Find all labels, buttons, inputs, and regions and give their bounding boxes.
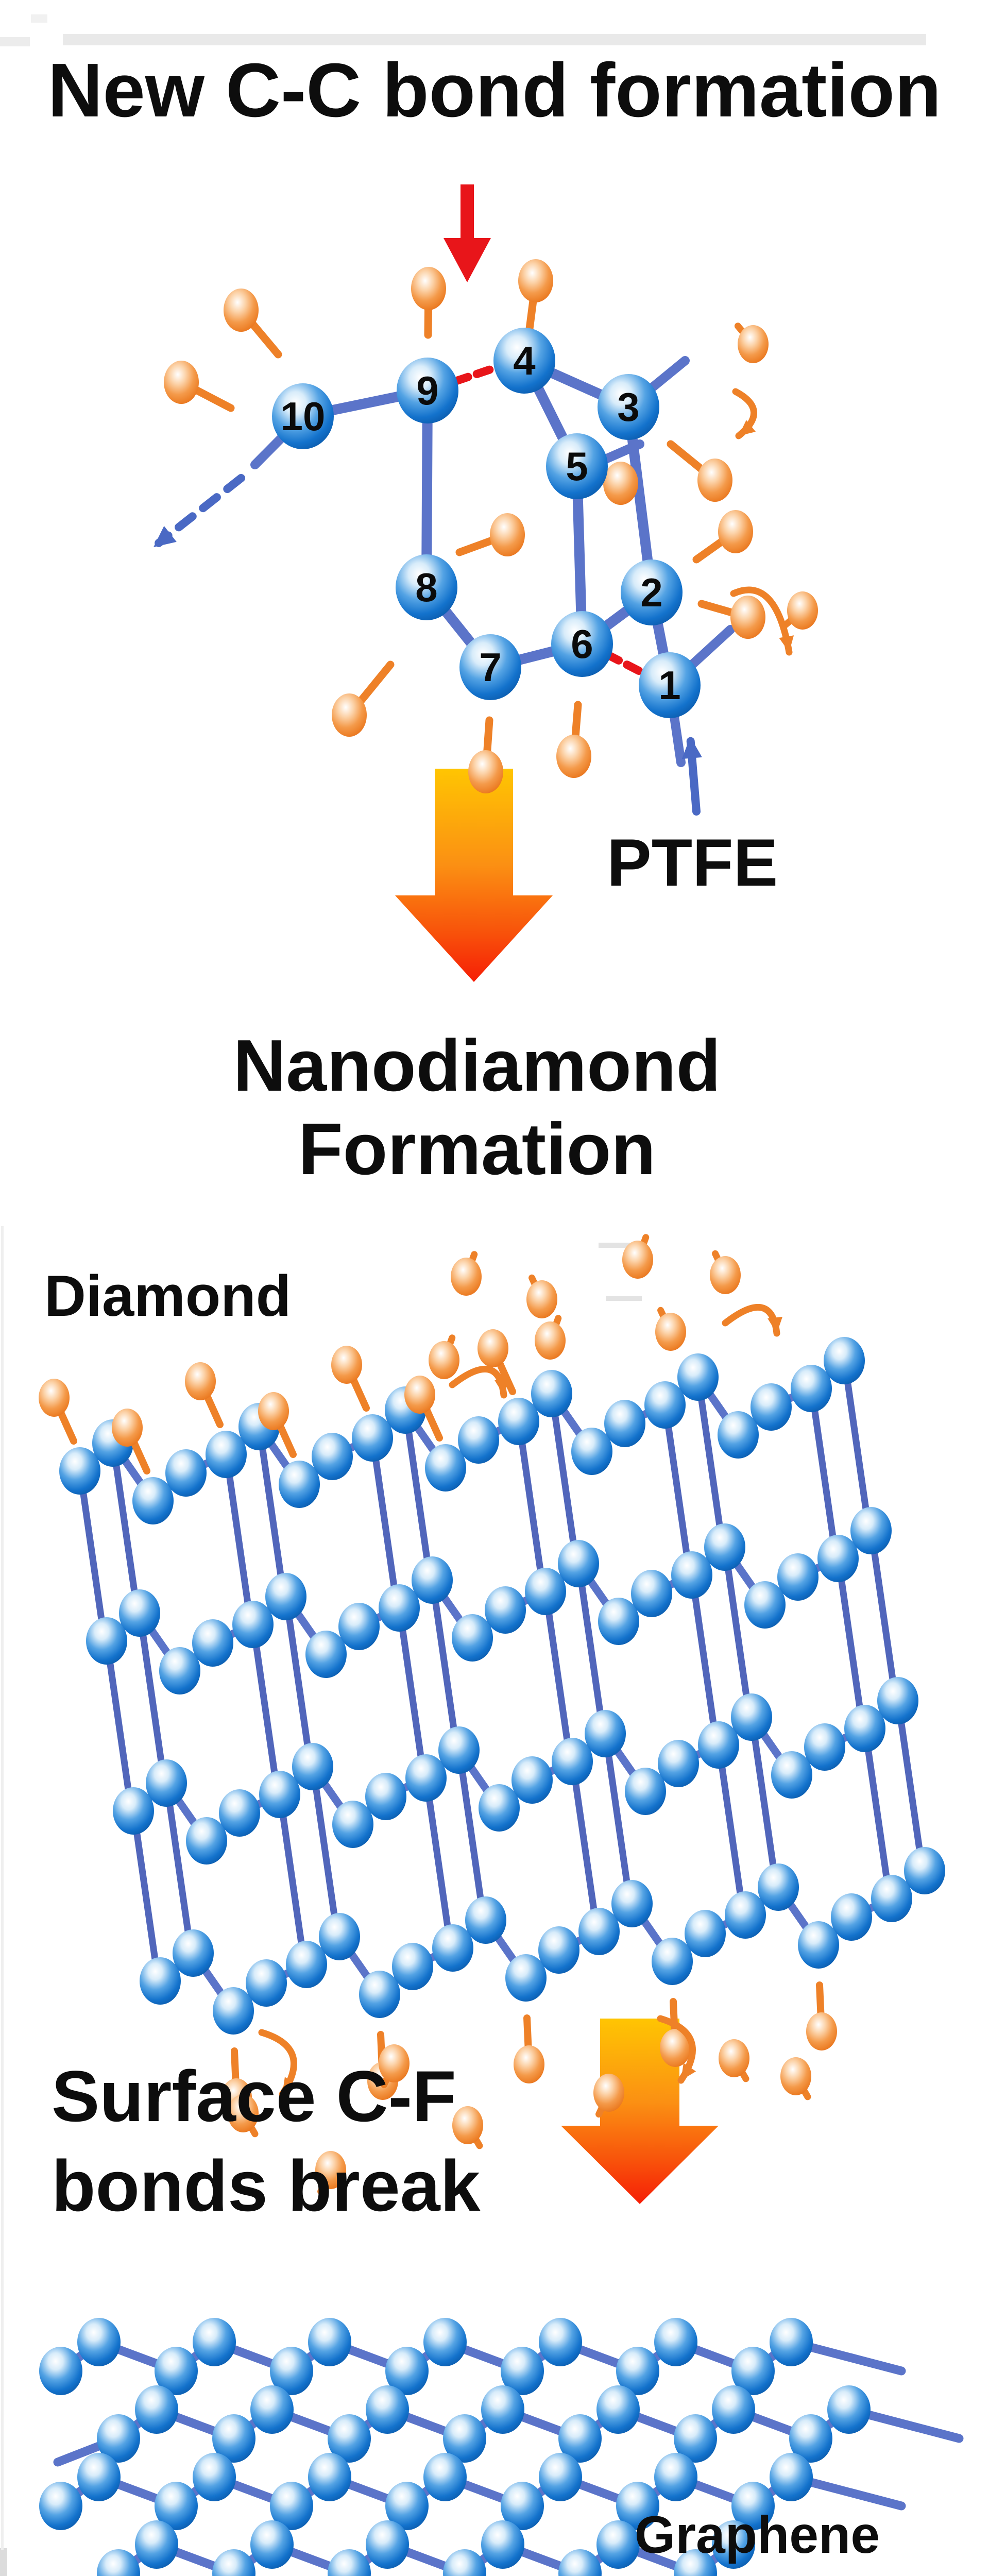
- graphene-figure: [39, 2318, 964, 2576]
- graphene-label: Graphene: [634, 2505, 880, 2564]
- ptfe-label: PTFE: [607, 825, 778, 900]
- step3-title: Surface C-F bonds break: [52, 2052, 480, 2230]
- step3-title-line2: bonds break: [52, 2145, 481, 2226]
- atom-number: 9: [416, 368, 438, 413]
- diamond-lattice-figure: [39, 1234, 945, 2195]
- atom-number: 6: [571, 621, 593, 667]
- step2-title-line1: Nanodiamond: [233, 1025, 721, 1107]
- atom-number: 1: [658, 663, 680, 708]
- diamond-vertical-bonds: [78, 1369, 925, 1977]
- graphene-spheres: [39, 2318, 871, 2576]
- atom-number: 10: [281, 394, 326, 439]
- diamond-label: Diamond: [44, 1264, 292, 1328]
- step3-title-line1: Surface C-F: [52, 2056, 456, 2137]
- step2-title-line2: Formation: [298, 1108, 656, 1190]
- atom-number: 3: [617, 384, 639, 430]
- atom-number: 5: [566, 444, 588, 489]
- atom-number: 2: [640, 570, 662, 615]
- atom-number: 7: [479, 645, 501, 690]
- molecule-figure: 1 2 3 4 5 6 78 9 10: [154, 259, 818, 816]
- atom-number: 4: [513, 338, 535, 383]
- screenshot-artifacts: [0, 14, 926, 2576]
- step2-title: Nanodiamond Formation: [142, 1024, 812, 1191]
- step1-title: New C-C bond formation: [47, 48, 942, 133]
- atom-number: 8: [415, 565, 437, 610]
- diamond-spheres: [59, 1337, 945, 2035]
